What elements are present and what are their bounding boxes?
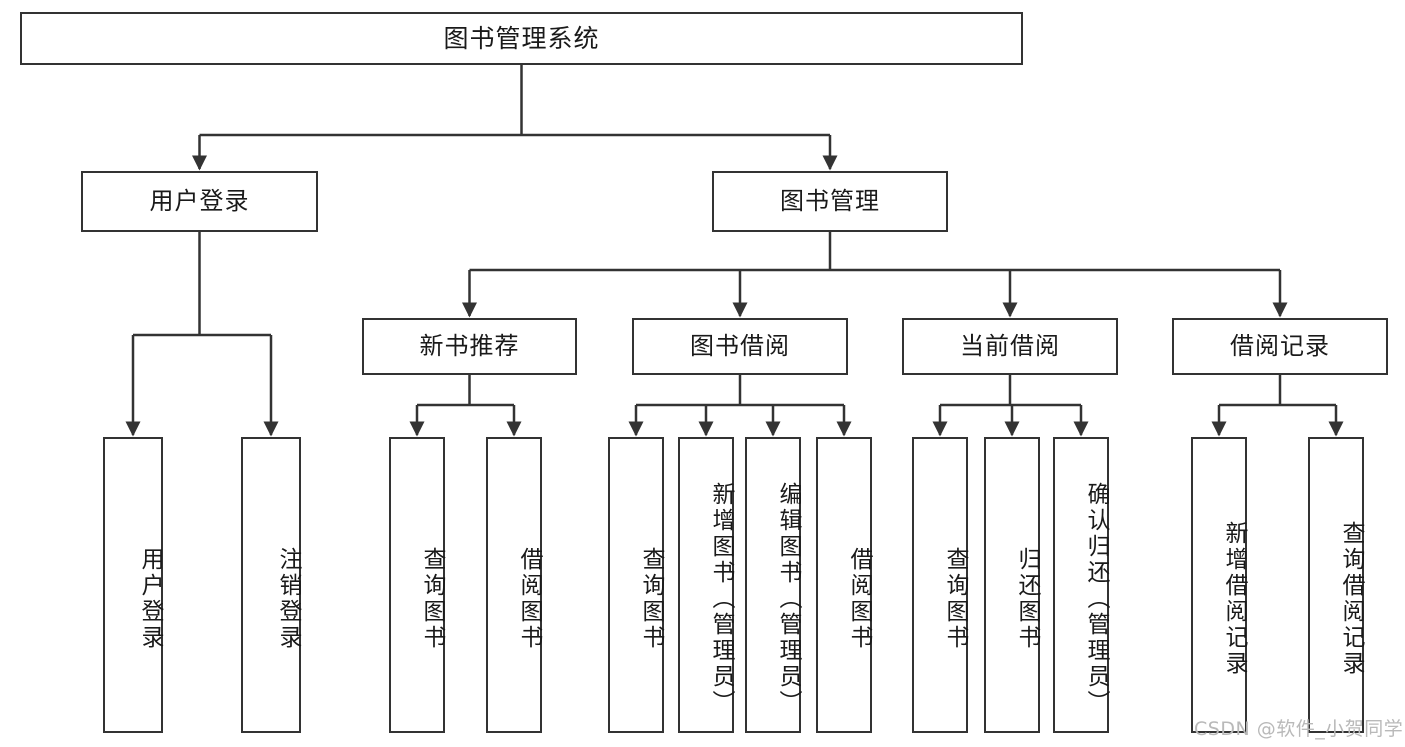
node-leaf-add-record-label: 新增借阅记录 bbox=[1221, 521, 1247, 677]
node-leaf-query-book-2: 查询图书 bbox=[608, 437, 664, 733]
node-leaf-user-logout: 注销登录 bbox=[241, 437, 301, 733]
node-leaf-user-logout-label: 注销登录 bbox=[275, 547, 301, 651]
node-leaf-borrow-book-2: 借阅图书 bbox=[816, 437, 872, 733]
node-leaf-query-book-3: 查询图书 bbox=[912, 437, 968, 733]
node-leaf-edit-book-label: 编辑图书（管理员） bbox=[775, 482, 801, 716]
node-root-system: 图书管理系统 bbox=[20, 12, 1023, 65]
node-new-book-recommend-label: 新书推荐 bbox=[419, 332, 520, 361]
node-leaf-query-record-label: 查询借阅记录 bbox=[1338, 521, 1364, 677]
node-borrow-record-label: 借阅记录 bbox=[1230, 332, 1330, 361]
node-borrow-record: 借阅记录 bbox=[1172, 318, 1388, 375]
node-leaf-edit-book: 编辑图书（管理员） bbox=[745, 437, 801, 733]
node-leaf-query-book-1-label: 查询图书 bbox=[419, 547, 445, 651]
node-leaf-user-login: 用户登录 bbox=[103, 437, 163, 733]
node-leaf-borrow-book-2-label: 借阅图书 bbox=[846, 547, 872, 651]
node-leaf-borrow-book-1: 借阅图书 bbox=[486, 437, 542, 733]
node-user-login-label: 用户登录 bbox=[149, 187, 250, 216]
node-current-borrow: 当前借阅 bbox=[902, 318, 1118, 375]
csdn-watermark: CSDN @软件_小贺同学 bbox=[1194, 718, 1404, 740]
node-leaf-add-book-label: 新增图书（管理员） bbox=[708, 482, 734, 716]
node-user-login: 用户登录 bbox=[81, 171, 318, 232]
node-leaf-confirm-return-label: 确认归还（管理员） bbox=[1083, 482, 1109, 716]
node-leaf-add-record: 新增借阅记录 bbox=[1191, 437, 1247, 733]
node-book-manage-label: 图书管理 bbox=[780, 187, 880, 216]
node-leaf-add-book: 新增图书（管理员） bbox=[678, 437, 734, 733]
node-leaf-confirm-return: 确认归还（管理员） bbox=[1053, 437, 1109, 733]
node-leaf-return-book: 归还图书 bbox=[984, 437, 1040, 733]
node-leaf-return-book-label: 归还图书 bbox=[1014, 547, 1040, 651]
node-leaf-query-record: 查询借阅记录 bbox=[1308, 437, 1364, 733]
node-book-borrow: 图书借阅 bbox=[632, 318, 848, 375]
node-leaf-borrow-book-1-label: 借阅图书 bbox=[516, 547, 542, 651]
node-new-book-recommend: 新书推荐 bbox=[362, 318, 577, 375]
node-book-manage: 图书管理 bbox=[712, 171, 948, 232]
node-leaf-query-book-1: 查询图书 bbox=[389, 437, 445, 733]
node-root-system-label: 图书管理系统 bbox=[443, 23, 600, 53]
node-leaf-query-book-3-label: 查询图书 bbox=[942, 547, 968, 651]
node-leaf-user-login-label: 用户登录 bbox=[137, 547, 163, 651]
node-book-borrow-label: 图书借阅 bbox=[690, 332, 790, 361]
node-leaf-query-book-2-label: 查询图书 bbox=[638, 547, 664, 651]
node-current-borrow-label: 当前借阅 bbox=[960, 332, 1060, 361]
